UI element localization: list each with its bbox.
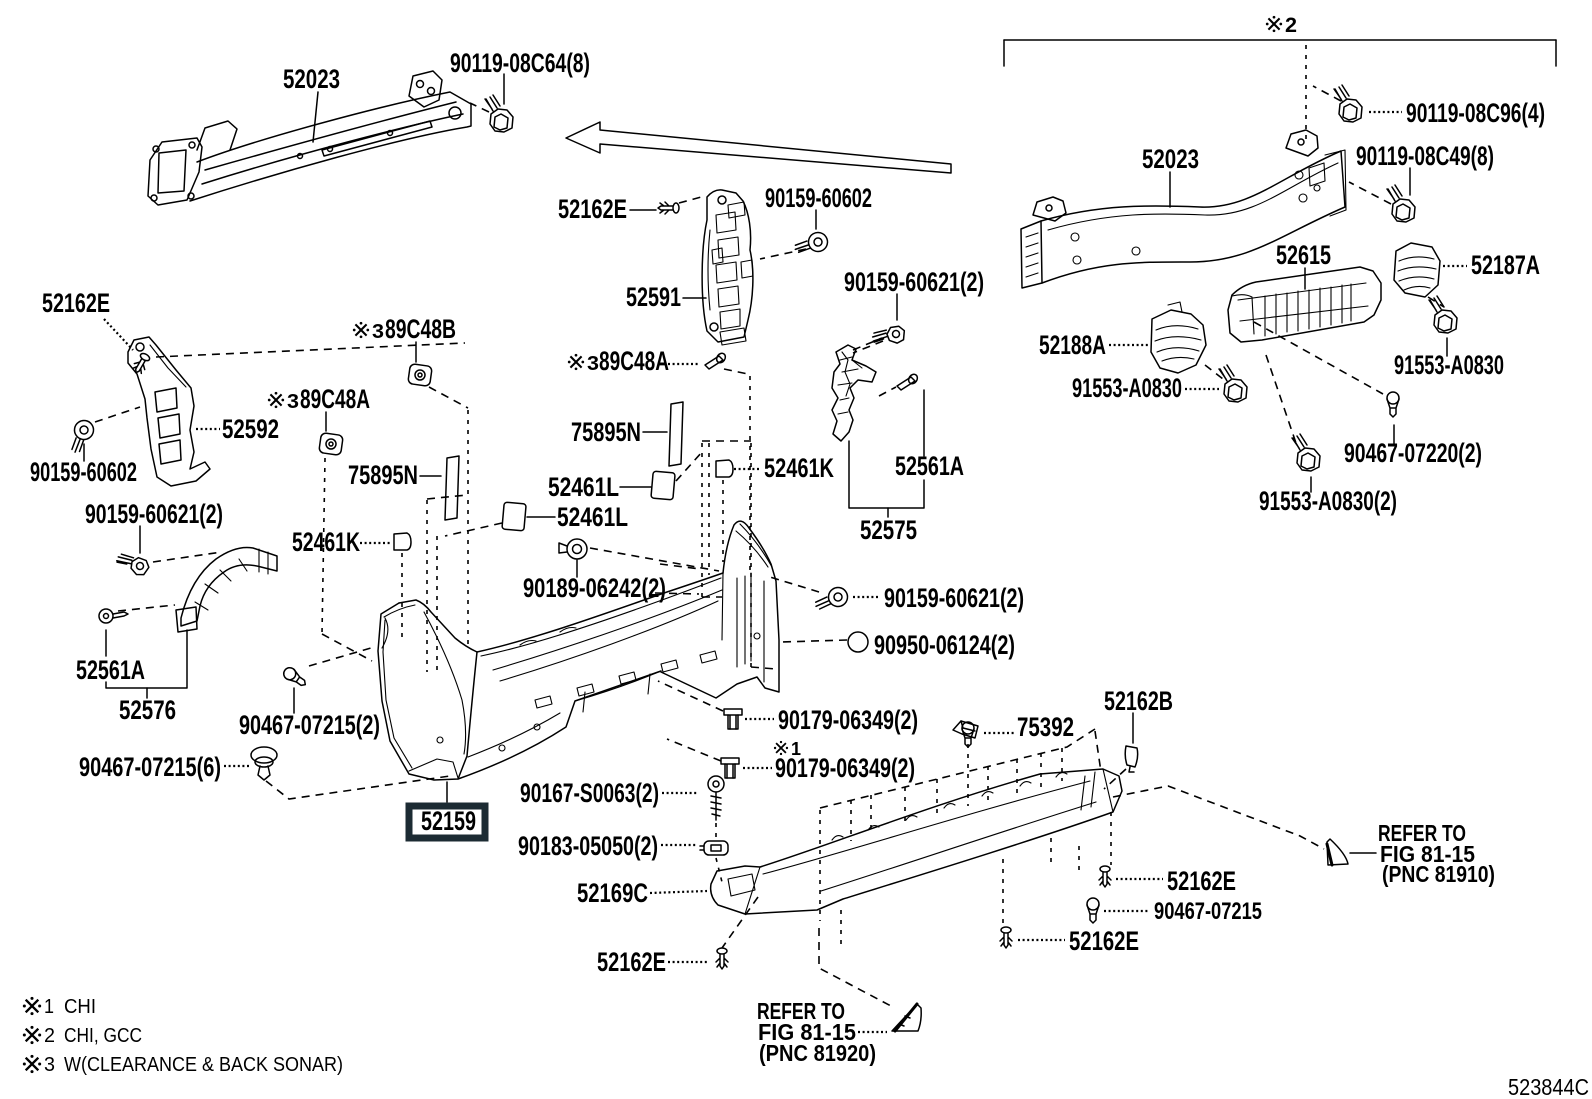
svg-text:52461K: 52461K <box>292 527 360 557</box>
svg-text:523844C: 523844C <box>1508 1074 1589 1099</box>
svg-text:52591: 52591 <box>626 282 681 312</box>
svg-text:90159-60602: 90159-60602 <box>30 457 137 487</box>
svg-text:52461L: 52461L <box>557 502 628 532</box>
svg-text:2: 2 <box>1285 14 1297 37</box>
svg-text:52187A: 52187A <box>1471 250 1540 280</box>
svg-text:(PNC 81920): (PNC 81920) <box>759 1040 876 1066</box>
svg-text:3: 3 <box>372 321 384 343</box>
svg-text:90119-08C96(4): 90119-08C96(4) <box>1406 98 1545 128</box>
svg-text:52162E: 52162E <box>1167 866 1236 896</box>
svg-text:52159: 52159 <box>421 806 476 836</box>
svg-text:52461K: 52461K <box>764 453 834 483</box>
svg-text:52615: 52615 <box>1276 240 1331 270</box>
svg-text:89C48A: 89C48A <box>300 384 370 414</box>
svg-text:52023: 52023 <box>283 64 340 94</box>
svg-text:90159-60621(2): 90159-60621(2) <box>884 583 1024 613</box>
svg-text:89C48A: 89C48A <box>599 346 669 376</box>
svg-text:75392: 75392 <box>1017 712 1074 742</box>
svg-text:90467-07215(6): 90467-07215(6) <box>79 752 221 782</box>
svg-text:90119-08C64(8): 90119-08C64(8) <box>450 48 590 78</box>
svg-text:52561A: 52561A <box>76 655 145 685</box>
svg-text:90467-07220(2): 90467-07220(2) <box>1344 438 1482 468</box>
svg-text:(PNC 81910): (PNC 81910) <box>1382 861 1495 887</box>
svg-text:75895N: 75895N <box>571 417 641 447</box>
svg-text:90183-05050(2): 90183-05050(2) <box>518 831 658 861</box>
svg-text:90159-60621(2): 90159-60621(2) <box>85 499 223 529</box>
svg-text:52592: 52592 <box>222 414 279 444</box>
svg-text:90167-S0063(2): 90167-S0063(2) <box>520 778 659 808</box>
svg-text:90189-06242(2): 90189-06242(2) <box>523 573 666 603</box>
svg-text:90119-08C49(8): 90119-08C49(8) <box>1356 141 1494 171</box>
svg-text:90467-07215: 90467-07215 <box>1154 898 1262 925</box>
svg-text:52576: 52576 <box>119 695 176 725</box>
svg-text:52575: 52575 <box>860 515 917 545</box>
svg-text:90950-06124(2): 90950-06124(2) <box>874 630 1015 660</box>
svg-text:REFER TO: REFER TO <box>1378 820 1466 846</box>
svg-text:90159-60602: 90159-60602 <box>765 183 872 213</box>
svg-text:91553-A0830: 91553-A0830 <box>1394 350 1504 380</box>
svg-text:90467-07215(2): 90467-07215(2) <box>239 710 380 740</box>
svg-text:89C48B: 89C48B <box>385 314 456 344</box>
svg-text:FIG 81-15: FIG 81-15 <box>758 1019 856 1045</box>
svg-text:2: 2 <box>44 1025 55 1047</box>
svg-text:52162E: 52162E <box>1069 926 1139 956</box>
svg-text:REFER TO: REFER TO <box>757 998 845 1024</box>
svg-text:91553-A0830(2): 91553-A0830(2) <box>1259 486 1397 516</box>
svg-text:CHI, GCC: CHI, GCC <box>64 1025 142 1047</box>
svg-text:52561A: 52561A <box>895 451 964 481</box>
svg-text:1: 1 <box>791 739 801 759</box>
svg-text:52461L: 52461L <box>548 472 619 502</box>
svg-text:3: 3 <box>287 391 299 413</box>
svg-text:90179-06349(2): 90179-06349(2) <box>778 705 918 735</box>
svg-text:90179-06349(2): 90179-06349(2) <box>775 753 915 783</box>
svg-text:52162B: 52162B <box>1104 686 1173 716</box>
svg-text:3: 3 <box>587 353 599 375</box>
svg-text:52162E: 52162E <box>597 947 666 977</box>
svg-text:3: 3 <box>44 1054 55 1076</box>
svg-text:52162E: 52162E <box>558 194 627 224</box>
svg-text:52023: 52023 <box>1142 144 1199 174</box>
svg-text:91553-A0830: 91553-A0830 <box>1072 373 1182 403</box>
svg-text:52169C: 52169C <box>577 878 648 908</box>
svg-text:W(CLEARANCE & BACK SONAR): W(CLEARANCE & BACK SONAR) <box>64 1054 343 1076</box>
svg-text:52188A: 52188A <box>1039 330 1106 360</box>
svg-text:75895N: 75895N <box>348 460 418 490</box>
svg-text:90159-60621(2): 90159-60621(2) <box>844 267 984 297</box>
svg-text:FIG 81-15: FIG 81-15 <box>1380 841 1475 867</box>
svg-text:CHI: CHI <box>64 996 96 1018</box>
svg-text:52162E: 52162E <box>42 288 110 318</box>
svg-text:1: 1 <box>44 996 54 1018</box>
